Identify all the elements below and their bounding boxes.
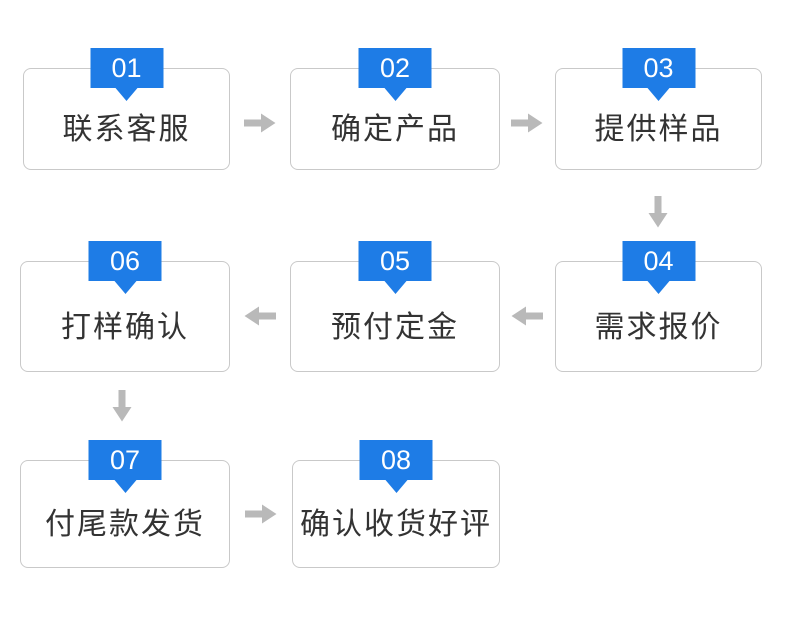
step-label: 确定产品 bbox=[331, 113, 459, 146]
step-box-7: 07 付尾款发货 bbox=[20, 440, 230, 568]
step-label: 预付定金 bbox=[331, 310, 459, 344]
step-number: 06 bbox=[109, 246, 141, 276]
step-number-badge: 08 bbox=[359, 440, 433, 480]
step-box-4: 04 需求报价 bbox=[555, 241, 762, 372]
step-box-3: 03 提供样品 bbox=[555, 48, 762, 170]
arrow-left-icon bbox=[244, 306, 276, 326]
step-number-badge: 01 bbox=[90, 48, 163, 88]
step-number-badge: 07 bbox=[88, 440, 162, 480]
step-number: 05 bbox=[379, 246, 411, 276]
step-number-badge: 02 bbox=[358, 48, 432, 88]
step-box-2: 02 确定产品 bbox=[290, 48, 500, 170]
step-number-badge: 03 bbox=[622, 48, 695, 88]
step-number: 07 bbox=[109, 445, 141, 475]
step-number-badge: 06 bbox=[88, 241, 162, 281]
step-box-8: 08 确认收货好评 bbox=[292, 440, 500, 568]
arrow-left-icon bbox=[511, 306, 543, 326]
step-box-5: 05 预付定金 bbox=[290, 241, 500, 372]
step-label: 需求报价 bbox=[594, 310, 723, 344]
arrow-down-icon bbox=[648, 196, 668, 228]
arrow-right-icon bbox=[244, 113, 276, 133]
step-label: 提供样品 bbox=[594, 113, 723, 146]
step-box-6: 06 打样确认 bbox=[20, 241, 230, 372]
step-label: 联系客服 bbox=[62, 113, 191, 146]
step-box-1: 01 联系客服 bbox=[23, 48, 230, 170]
step-number: 02 bbox=[379, 53, 411, 83]
step-number: 04 bbox=[643, 246, 674, 276]
arrow-right-icon bbox=[511, 113, 543, 133]
arrow-down-icon bbox=[112, 390, 132, 422]
step-label: 确认收货好评 bbox=[300, 508, 492, 541]
step-number: 03 bbox=[643, 53, 674, 83]
arrow-right-icon bbox=[245, 504, 277, 524]
step-label: 付尾款发货 bbox=[45, 508, 205, 541]
step-number-badge: 05 bbox=[358, 241, 432, 281]
step-label: 打样确认 bbox=[61, 310, 189, 344]
step-number: 01 bbox=[111, 53, 142, 83]
step-number: 08 bbox=[380, 445, 412, 475]
step-number-badge: 04 bbox=[622, 241, 695, 281]
